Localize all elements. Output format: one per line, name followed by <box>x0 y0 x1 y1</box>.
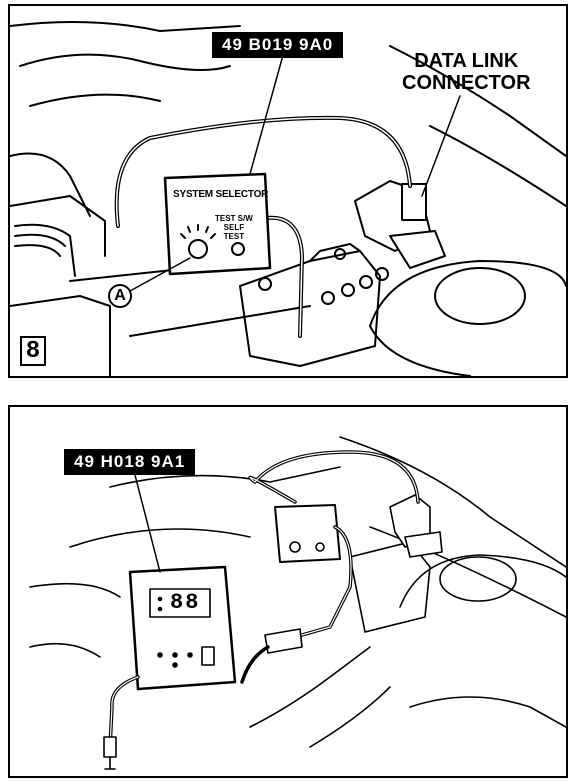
self-diagnosis-checker <box>128 565 237 691</box>
battery <box>349 541 431 633</box>
knob-ticks <box>180 224 216 239</box>
hose <box>309 686 391 748</box>
battery-cap <box>375 267 389 281</box>
wheel-arch <box>10 152 91 217</box>
battery-cap <box>359 275 373 289</box>
hood-contour <box>109 466 341 488</box>
leader-line <box>134 474 161 573</box>
self-test-button <box>315 542 325 552</box>
selector-knob <box>188 239 208 259</box>
leader-line <box>129 257 191 292</box>
figure-top-panel: 49 B019 9A0 DATA LINK CONNECTOR SYSTEM S… <box>8 4 568 378</box>
battery-cap <box>321 291 335 305</box>
cable-highlight <box>115 117 411 227</box>
test-sw-line: TEST S/W <box>215 214 253 223</box>
fender-line <box>29 582 121 598</box>
engine-bay-scene-bottom <box>29 436 566 770</box>
figure-number: 8 <box>20 336 46 366</box>
indicator-dot <box>157 596 163 602</box>
tool-part-number: 49 B019 9A0 <box>212 32 344 58</box>
test-sw-line: TEST <box>223 232 245 241</box>
data-link-connector-label: DATA LINK CONNECTOR <box>402 50 531 94</box>
ground-clip <box>103 736 117 758</box>
engine-bay-scene-top <box>10 21 566 376</box>
cowl-line <box>369 526 566 618</box>
self-test-button <box>231 242 245 256</box>
figure-bottom-panel: 49 H018 9A1 88 <box>8 405 568 778</box>
battery-terminal <box>258 277 272 291</box>
reservoir-cap <box>434 267 526 325</box>
cable-highlight <box>249 451 419 503</box>
battery-terminal <box>334 248 346 260</box>
callout-line: DATA LINK <box>414 50 519 72</box>
switch-dot <box>172 662 178 668</box>
selector-knob <box>289 541 301 553</box>
checker-switch <box>201 646 215 666</box>
hose <box>14 233 66 247</box>
test-sw-line: SELF <box>223 223 245 232</box>
indicator-dot <box>157 606 163 612</box>
hose <box>249 646 371 728</box>
tester-lead-highlight <box>294 526 352 638</box>
hood-contour <box>69 528 251 548</box>
hood-contour <box>19 53 231 71</box>
box-outline <box>10 295 111 376</box>
reservoir-cap <box>439 556 517 602</box>
ground-symbol <box>104 756 116 770</box>
tester-cable <box>240 645 270 684</box>
callout-line: CONNECTOR <box>402 72 531 94</box>
hood-edge <box>10 21 241 32</box>
system-selector-title: SYSTEM SELECTOR <box>173 189 269 200</box>
connector-base <box>404 531 443 558</box>
battery-top <box>309 243 361 262</box>
checker-display-window <box>149 588 211 618</box>
hose <box>29 642 101 658</box>
test-switch-label: TEST S/W SELF TEST <box>215 214 253 241</box>
tool-part-number: 49 H018 9A1 <box>64 449 196 475</box>
fender-line <box>10 195 106 257</box>
ground-lead-highlight <box>109 676 139 748</box>
leader-line <box>421 95 461 197</box>
engine-edge <box>129 305 311 337</box>
cowl-line <box>429 125 566 207</box>
inline-plug <box>264 628 303 654</box>
hose <box>14 223 76 277</box>
switch-dot <box>172 652 178 658</box>
windshield-edge <box>339 436 566 568</box>
system-selector-box <box>274 504 341 563</box>
leader-line <box>249 47 286 175</box>
switch-dot <box>157 652 163 658</box>
hood-contour <box>29 93 161 107</box>
cable <box>248 450 420 504</box>
connector-base <box>389 230 446 269</box>
engine-edge <box>409 696 566 728</box>
switch-dot <box>187 652 193 658</box>
connector-plug <box>401 183 427 221</box>
reservoir-body <box>399 554 566 608</box>
hose <box>14 244 61 257</box>
windshield-edge <box>389 45 566 157</box>
reservoir-body <box>369 325 471 376</box>
marker-a: A <box>108 284 132 308</box>
checker-display: 88 <box>170 590 201 615</box>
battery-cap <box>341 283 355 297</box>
reservoir-body <box>369 260 566 327</box>
